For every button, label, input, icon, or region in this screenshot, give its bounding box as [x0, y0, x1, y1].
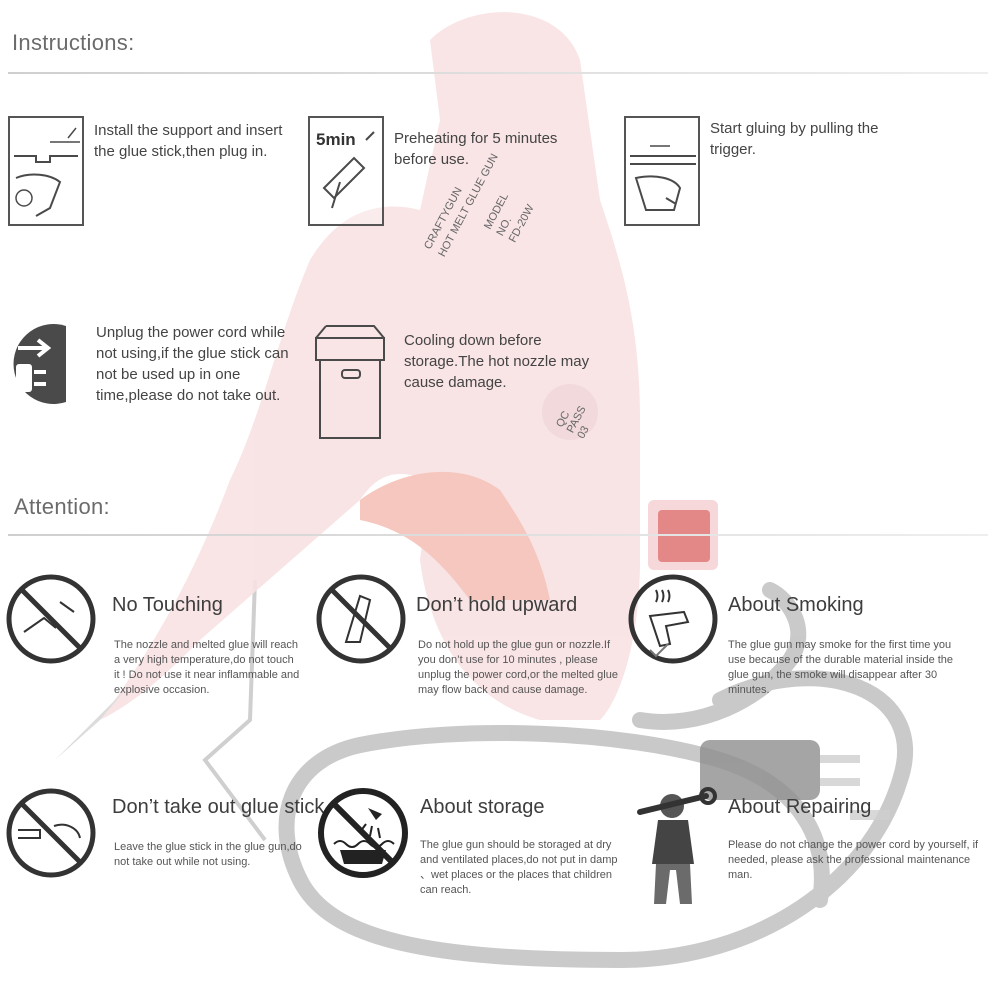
attention-3-body: The glue gun may smoke for the first tim…	[728, 639, 954, 696]
dry-storage-icon	[316, 784, 410, 882]
attention-2-body: Do not hold up the glue gun or nozzle.If…	[418, 639, 618, 696]
attention-4-body: Leave the glue stick in the glue gun,do …	[114, 841, 302, 868]
no-remove-glue-stick-icon	[4, 786, 98, 880]
attention-5-body: The glue gun should be storaged at dry a…	[420, 839, 618, 896]
glue-gun-body	[55, 12, 718, 760]
preheat-icon: 5min	[308, 116, 384, 226]
attention-heading: Attention:	[14, 494, 110, 519]
attention-4-title: Don’t take out glue stick	[112, 796, 325, 818]
unplug-icon	[6, 312, 78, 416]
step-5-text: Cooling down before storage.The hot nozz…	[404, 332, 590, 391]
attention-5-title: About storage	[420, 796, 545, 818]
instructions-heading: Instructions:	[12, 30, 135, 55]
preheat-5min-badge: 5min	[316, 130, 356, 149]
no-touching-icon	[4, 572, 98, 666]
storage-box-icon	[312, 320, 388, 440]
gun-qc-number: 03	[575, 424, 591, 440]
attention-3-title: About Smoking	[728, 594, 864, 616]
step-2-text: Preheating for 5 minutes before use.	[394, 130, 558, 168]
power-plug	[700, 740, 890, 820]
repair-man-icon	[636, 784, 718, 914]
no-hold-upward-icon	[314, 572, 408, 666]
attention-1-title: No Touching	[112, 594, 223, 616]
smoke-icon	[626, 572, 720, 666]
power-cord	[278, 582, 913, 969]
step-1-text: Install the support and insert the glue …	[94, 122, 283, 160]
attention-6-title: About Repairing	[728, 796, 872, 818]
attention-divider	[8, 534, 988, 536]
start-gluing-icon	[624, 116, 700, 226]
install-support-icon	[8, 116, 84, 226]
step-3-text: Start gluing by pulling the trigger.	[710, 120, 879, 158]
instructions-divider	[8, 72, 988, 74]
attention-2-title: Don’t hold upward	[416, 594, 578, 616]
step-4-text: Unplug the power cord while not using,if…	[96, 324, 289, 404]
attention-1-body: The nozzle and melted glue will reach a …	[114, 639, 300, 696]
support-stand	[202, 579, 267, 842]
attention-6-body: Please do not change the power cord by y…	[728, 839, 979, 881]
